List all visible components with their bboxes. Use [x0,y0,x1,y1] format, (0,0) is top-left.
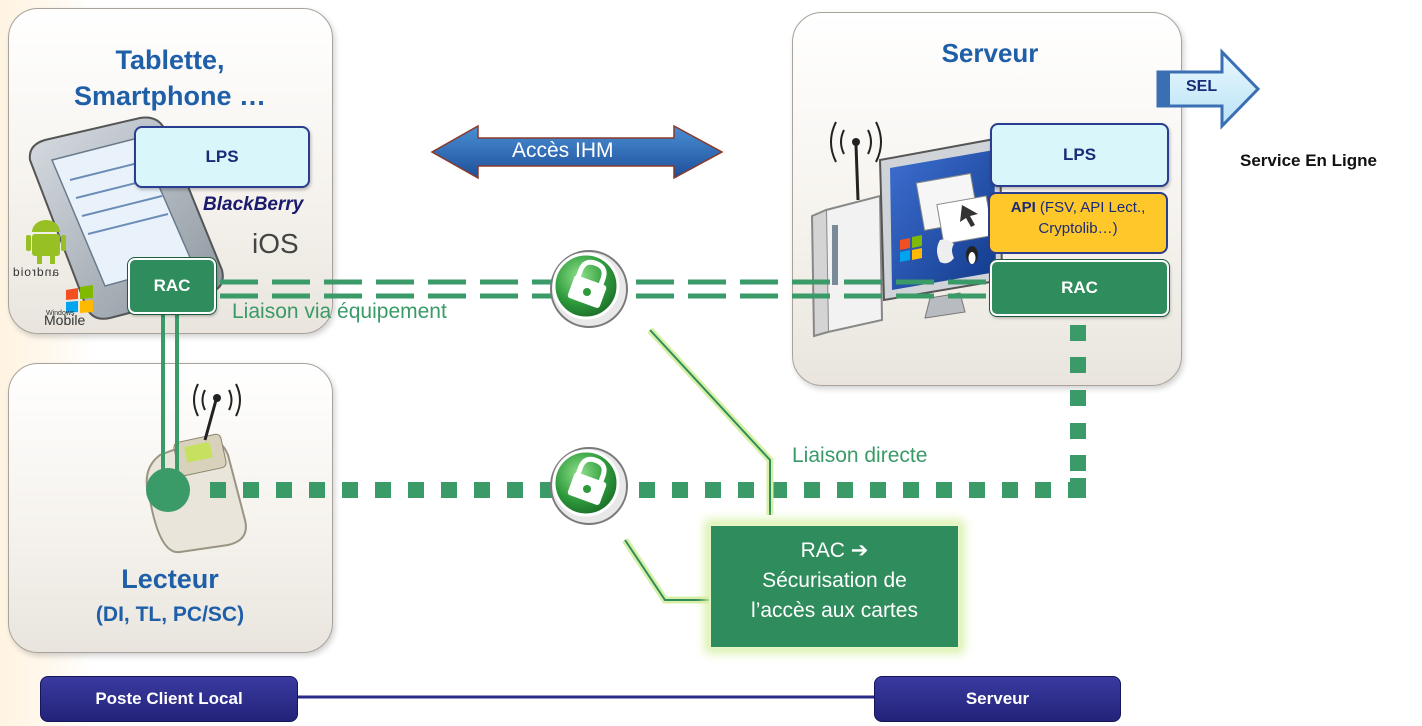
server-panel-title: Serveur [941,38,1039,68]
sel-caption: Service En Ligne [1240,151,1377,170]
lock-icon-equipement [550,250,628,328]
api-details: (FSV, API Lect., Cryptolib…) [1035,199,1146,237]
device-panel-title: Tablette, Smartphone … [73,45,267,111]
server-lps-box: LPS [990,123,1169,187]
reader-panel-subtitle: (DI, TL, PC/SC) [95,603,245,626]
android-logo-icon [26,220,66,264]
poste-client-local-box: Poste Client Local [40,676,298,722]
android-logo-text: android [12,265,60,279]
reader-connection-node [146,468,190,512]
ios-logo: iOS [252,228,299,259]
api-bold: API [1010,199,1036,216]
server-rac-box: RAC [989,259,1170,317]
sel-label: SEL [1186,78,1218,95]
lock-icon-directe [550,447,628,525]
acces-ihm-arrow [430,124,724,180]
liaison-equipement-label: Liaison via équipement [232,300,447,323]
device-rac-box: RAC [127,257,217,315]
device-lps-box: LPS [134,126,310,188]
callout-lines [622,327,774,604]
windows-mobile-logo-text: Mobile [44,312,86,328]
rac-callout-line1: RAC ➔ [800,539,869,562]
acces-ihm-label: Accès IHM [512,139,614,162]
rac-callout-line2: Sécurisation de [762,569,907,592]
rac-callout-box: RAC ➔ Sécurisation de l’accès aux cartes [709,524,960,649]
reader-panel-title: Lecteur [121,564,219,594]
card-reader-icon [145,383,247,554]
device-reader-link [161,312,179,470]
liaison-directe-link [1070,325,1086,471]
rac-callout-line3: l’accès aux cartes [751,599,918,622]
liaison-directe-label: Liaison directe [792,444,928,467]
windows-mobile-logo-icon [66,285,93,313]
blackberry-logo: BlackBerry [203,194,304,215]
server-computer-icon [810,121,1004,338]
svg-text:Windows: Windows [46,310,75,317]
server-api-box: API (FSV, API Lect., Cryptolib…) [988,192,1168,254]
serveur-bottom-box: Serveur [874,676,1121,722]
